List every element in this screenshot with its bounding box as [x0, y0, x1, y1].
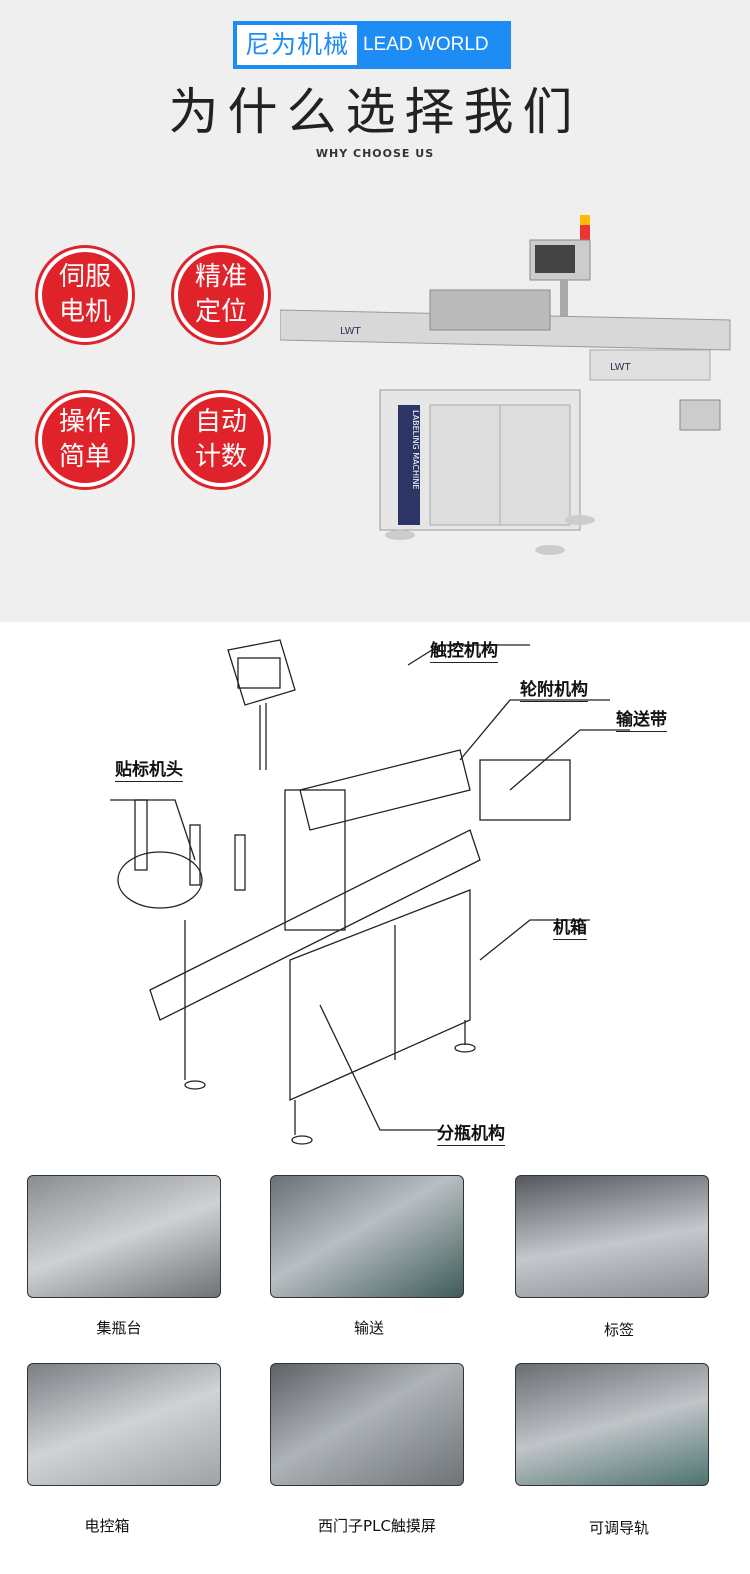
- photo-caption: 可调导轨: [588, 1519, 649, 1537]
- diagram-label: 贴标机头: [115, 760, 183, 782]
- machine-diagram: [110, 639, 630, 1145]
- logo-cn: 尼为机械: [237, 25, 358, 65]
- photo-bottle-table: [27, 1175, 221, 1298]
- feature-badge: 伺服电机: [38, 248, 132, 342]
- hero-section: 尼为机械 LEAD WORLD 为什么选择我们 WHY CHOOSE US 伺服…: [0, 0, 750, 622]
- svg-text:LABELING MACHINE: LABELING MACHINE: [411, 410, 420, 489]
- photo-caption: 集瓶台: [96, 1319, 142, 1337]
- logo-en: LEAD WORLD: [363, 34, 489, 55]
- photo-control-box: [27, 1363, 221, 1486]
- photo-caption: 电控箱: [84, 1517, 130, 1535]
- photo-conveyor: [270, 1175, 464, 1298]
- feature-badge: 精准定位: [174, 248, 268, 342]
- svg-text:LWT: LWT: [610, 362, 632, 373]
- diagram-label: 机箱: [553, 918, 587, 940]
- page-subtitle: WHY CHOOSE US: [315, 147, 435, 160]
- svg-text:LWT: LWT: [340, 326, 362, 337]
- labeling-machine-photo: LABELING MACHINE LWT LWT: [280, 215, 731, 555]
- photo-label: [515, 1175, 709, 1298]
- diagram-label: 触控机构: [430, 641, 498, 663]
- photo-caption: 标签: [603, 1321, 634, 1339]
- page-title: 为什么选择我们: [168, 83, 582, 141]
- feature-badge: 自动计数: [174, 393, 268, 487]
- feature-badge: 操作简单: [38, 393, 132, 487]
- diagram-label: 轮附机构: [520, 680, 588, 702]
- photo-caption: 输送: [353, 1319, 384, 1337]
- photo-caption: 西门子PLC触摸屏: [318, 1517, 436, 1535]
- brand-logo: 尼为机械 LEAD WORLD: [233, 21, 511, 69]
- diagram-label: 输送带: [616, 710, 667, 732]
- photo-adjustable-rail: [515, 1363, 709, 1486]
- photo-plc-touchscreen: [270, 1363, 464, 1486]
- diagram-label: 分瓶机构: [437, 1124, 505, 1146]
